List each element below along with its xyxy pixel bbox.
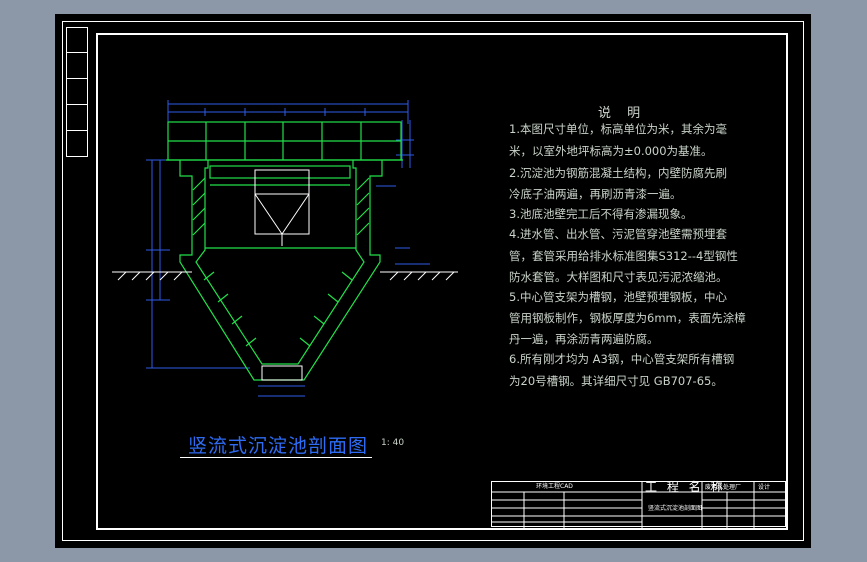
drawing-title: 竖流式沉淀池剖面图 (188, 435, 369, 457)
strip-cell (67, 104, 87, 131)
note-line: 丹一遍，再涂沥青两遍防腐。 (509, 332, 659, 346)
sheet-inner-frame (96, 33, 788, 530)
binding-strip (66, 27, 88, 157)
drawing-title-underline (180, 457, 372, 458)
walkway-grating (166, 121, 403, 161)
note-line: 2.沉淀池为钢筋混凝土结构，内壁防腐先刷 (509, 166, 727, 180)
title-block-project-label: 工 程 名 称 (645, 480, 726, 494)
title-block-drawing-name: 竖流式沉淀池剖面图 (648, 505, 703, 512)
center-pipe (254, 169, 310, 246)
notes-title: 说 明 (598, 106, 647, 121)
title-block-course: 环境工程CAD (536, 483, 573, 490)
note-line: 为20号槽钢。其详细尺寸见 GB707-65。 (509, 374, 723, 388)
note-line: 防水套管。大样图和尺寸表见污泥浓缩池。 (509, 270, 728, 284)
strip-cell (67, 28, 87, 53)
note-line: 4.进水管、出水管、污泥管穿池壁需预埋套 (509, 227, 727, 241)
title-block-project-name: 废污水处理厂 (705, 484, 742, 491)
drawing-sheet (55, 14, 811, 548)
note-line: 管用钢板制作，钢板厚度为6mm，表面先涂樟 (509, 311, 746, 325)
note-line: 冷底子油两遍，再刷沥青漆一遍。 (509, 187, 682, 201)
note-line: 6.所有刚才均为 A3钢，中心管支架所有槽钢 (509, 352, 735, 366)
note-line: 1.本图尺寸单位，标高单位为米，其余为毫 (509, 122, 727, 136)
strip-cell (67, 78, 87, 105)
note-line: 5.中心管支架为槽钢，池壁预埋钢板，中心 (509, 290, 727, 304)
drawing-scale: 1: 40 (381, 438, 405, 448)
note-line: 管，套管采用给排水标准图集S312--4型钢性 (509, 249, 738, 263)
sludge-sump (261, 365, 303, 381)
title-block-stage: 设计 (758, 484, 771, 491)
note-line: 米，以室外地坪标高为±0.000为基准。 (509, 144, 713, 158)
sheet-outer-frame (62, 21, 804, 541)
title-block: 环境工程CAD 工 程 名 称 废污水处理厂 设计 竖流式沉淀池剖面图 (491, 480, 787, 528)
tank-walls (179, 160, 383, 381)
dimension-lines (146, 100, 430, 397)
strip-cell (67, 52, 87, 79)
ground-line (112, 271, 458, 281)
note-line: 3.池底池壁完工后不得有渗漏现象。 (509, 207, 693, 221)
title-block-grid (492, 482, 787, 528)
